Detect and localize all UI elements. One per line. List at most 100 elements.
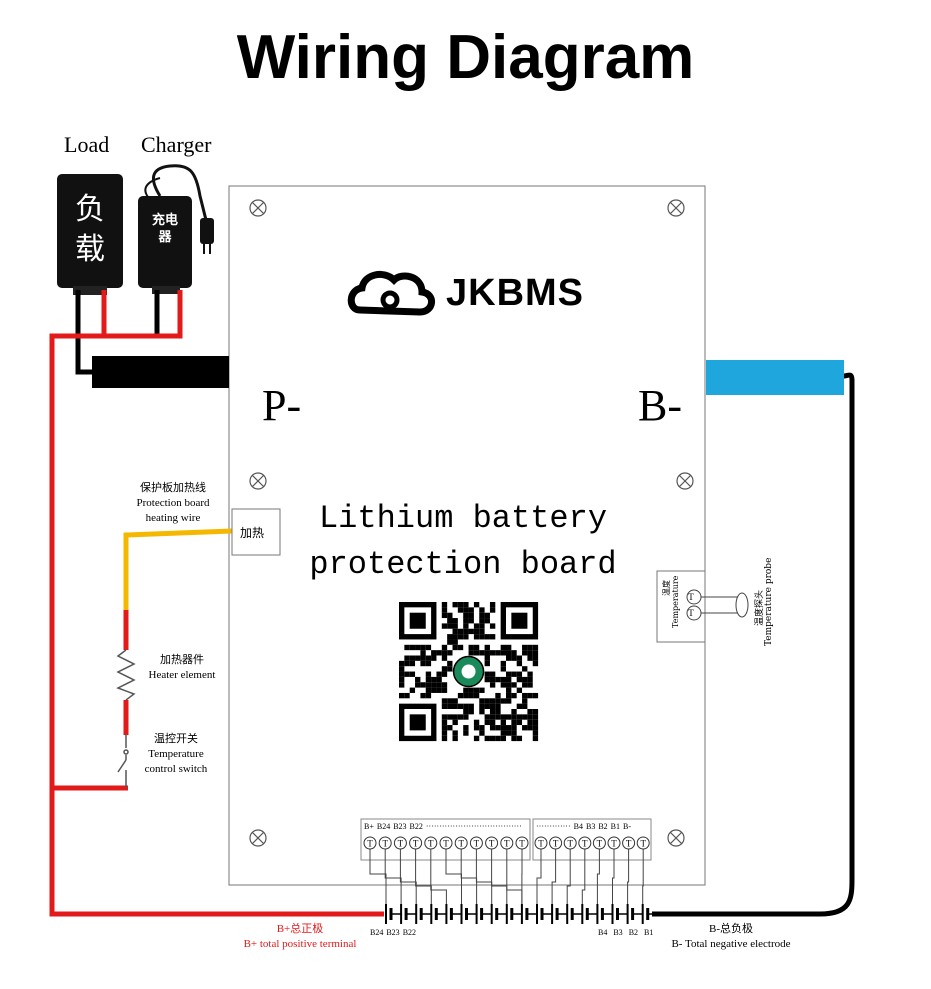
battery-cell-icon	[536, 904, 552, 924]
heating-wire-label: 保护板加热线 Protection board heating wire	[118, 481, 228, 526]
sense-wires	[369, 849, 644, 904]
terminal-icon: T	[439, 836, 453, 850]
load-device	[57, 174, 123, 288]
red-wires	[49, 290, 384, 917]
connector-pin-label: B1	[610, 822, 621, 831]
probe-label-en: Temperature probe	[764, 557, 774, 646]
connector-pin-label: B+	[364, 822, 374, 831]
b-minus-cn: B-总负极	[709, 923, 753, 935]
charger-device-text: 充电器	[151, 213, 178, 245]
battery-cell-icon	[385, 904, 401, 924]
protection-board	[228, 185, 706, 886]
battery-cell-icon	[505, 904, 522, 924]
sense-wire	[612, 849, 615, 904]
cloud-logo-icon	[347, 270, 435, 316]
switch-cn: 温控开关	[154, 733, 198, 745]
sense-wire	[399, 849, 417, 904]
svg-text:T: T	[428, 839, 434, 849]
cell-label: B22	[402, 928, 417, 937]
connector-pin-label: B2	[598, 822, 608, 831]
load-device-text: 负载	[75, 192, 105, 267]
battery-cell-icon	[596, 904, 613, 924]
cell-label: B3	[613, 928, 623, 937]
terminal-icon: T	[485, 836, 499, 850]
svg-text:T: T	[367, 839, 373, 849]
connector-pin-label: B3	[585, 822, 596, 831]
connector-pin-label: ·············	[536, 822, 571, 831]
sense-wire	[384, 849, 402, 904]
terminal-icon: T	[393, 836, 407, 850]
sense-wire	[430, 849, 447, 904]
battery-cell-icon	[566, 904, 583, 924]
heating-wire-en2: heating wire	[145, 512, 201, 524]
battery-cell-icon	[490, 904, 507, 924]
sense-wire	[596, 849, 600, 904]
sense-wire	[491, 849, 508, 904]
svg-text:T: T	[688, 608, 694, 618]
svg-text:T: T	[382, 839, 388, 849]
connector-pin-label: ····································	[425, 822, 522, 831]
heating-wire-en1: Protection board	[136, 497, 210, 509]
temp-port-label-en: Temperature	[671, 575, 680, 628]
b-minus-en: B- Total negative electrode	[671, 938, 791, 950]
load-label: Load	[64, 132, 110, 157]
svg-text:T: T	[553, 839, 559, 849]
terminal-icon: T	[592, 836, 606, 850]
sense-wire	[415, 849, 432, 904]
battery-cell-icon	[445, 904, 462, 924]
sense-wire	[536, 849, 542, 904]
svg-text:T: T	[567, 839, 573, 849]
terminal-icon: T	[563, 836, 577, 850]
svg-text:T: T	[538, 839, 544, 849]
sense-wire	[627, 849, 630, 904]
svg-text:T: T	[597, 839, 603, 849]
b-minus-busbar	[706, 360, 844, 395]
battery-cell-icon	[611, 904, 628, 924]
battery-cell-icon	[460, 904, 477, 924]
svg-text:T: T	[582, 839, 588, 849]
board-title-line2: protection board	[309, 546, 617, 583]
temperature-port	[656, 570, 706, 643]
heater-element-icon	[116, 649, 136, 701]
qr-code	[399, 602, 539, 742]
board-title-line1: Lithium battery	[318, 500, 608, 537]
charger-label: Charger	[141, 132, 212, 157]
p-minus-busbar	[92, 356, 229, 388]
svg-text:T: T	[611, 839, 617, 849]
switch-en2: control switch	[144, 763, 208, 775]
heater-cn: 加热器件	[160, 654, 204, 666]
heating-port-label: 加热	[240, 526, 265, 540]
connector-pin-label: B22	[409, 822, 423, 831]
page-title: Wiring Diagram	[236, 23, 695, 92]
switch-label: 温控开关 Temperature control switch	[130, 732, 222, 777]
battery-cell-stack	[385, 904, 658, 924]
sense-wire	[551, 849, 557, 904]
svg-text:T: T	[688, 592, 694, 602]
terminal-icon: T	[378, 836, 392, 850]
b-minus-label: B-	[638, 381, 682, 430]
sense-wire	[460, 849, 478, 904]
terminal-icon: T	[454, 836, 468, 850]
temperature-probe-icon	[686, 589, 749, 621]
svg-text:T: T	[626, 839, 632, 849]
svg-text:T: T	[443, 839, 449, 849]
screw-hole-icons	[249, 199, 694, 847]
heating-port	[231, 508, 281, 556]
battery-cell-icon	[430, 904, 447, 924]
terminal-icon: T	[500, 836, 514, 850]
cell-label: B24	[370, 928, 384, 937]
cell-label: B23	[386, 928, 400, 937]
battery-cell-icon	[581, 904, 598, 924]
cell-label: B1	[644, 928, 654, 937]
b-minus-terminal-label: B-总负极 B- Total negative electrode	[640, 922, 822, 952]
terminal-icon: T	[409, 836, 423, 850]
sense-wire	[445, 849, 462, 904]
terminal-icon: T	[534, 836, 548, 850]
svg-text:T: T	[640, 839, 646, 849]
terminal-icon: T	[607, 836, 621, 850]
sense-wire	[369, 849, 387, 904]
